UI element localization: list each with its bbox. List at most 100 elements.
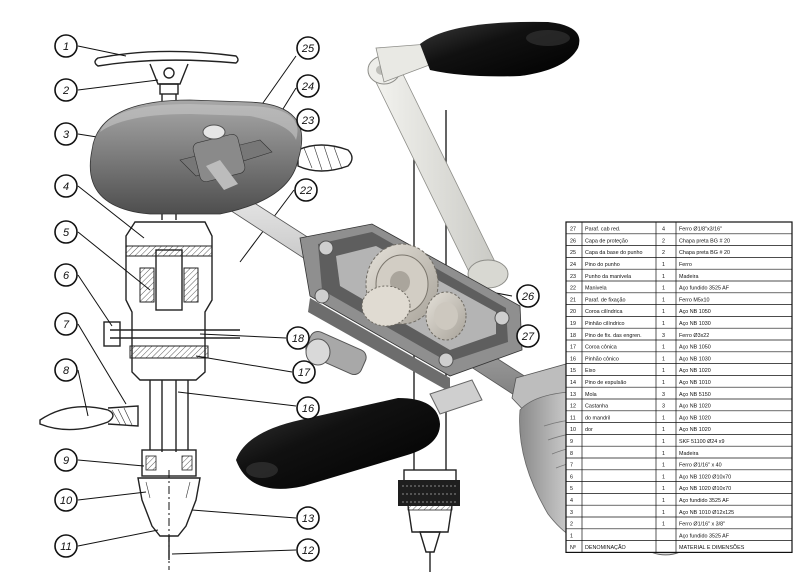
crank-handle [420, 21, 580, 77]
callout-5: 5 [54, 220, 78, 244]
bom-cell-qty: 1 [662, 274, 665, 280]
bom-cell-mat: Aço fundido 3525 AF [679, 498, 730, 504]
callout-label: 26 [521, 291, 535, 303]
bom-cell-no: 6 [570, 474, 573, 480]
callout-label: 23 [301, 115, 315, 127]
callout-17: 17 [292, 360, 316, 384]
bom-cell-no: 16 [570, 356, 576, 362]
bom-cell-name: Paraf. cab red. [585, 227, 620, 233]
bom-cell-qty: 1 [662, 309, 665, 315]
callout-label: 27 [521, 331, 535, 343]
keyed-chuck-detail [398, 480, 460, 506]
bom-header-name: DENOMINAÇÃO [585, 544, 626, 551]
bom-cell-mat: Ferro Ø1/16" x 3/8" [679, 522, 725, 528]
bom-cell-qty: 1 [662, 427, 665, 433]
callout-label: 18 [292, 333, 305, 345]
bom-cell-name: Manivela [585, 286, 607, 292]
bom-cell-no: 15 [570, 368, 576, 374]
callout-13: 13 [296, 506, 320, 530]
bom-cell-name: Pinhão cilíndrico [585, 321, 625, 327]
bom-cell-name: Eixo [585, 368, 596, 374]
bom-cell-mat: Aço NB 1050 [679, 309, 711, 315]
callout-label: 10 [60, 495, 73, 507]
callout-9: 9 [54, 448, 78, 472]
bom-cell-name: Pino do punho [585, 262, 620, 268]
bom-row: 3 1 Aço NB 1010 Ø12x125 [566, 510, 792, 518]
bom-cell-qty: 1 [662, 262, 665, 268]
callout-11: 11 [54, 534, 78, 558]
bom-cell-no: 25 [570, 250, 576, 256]
callout-22: 22 [294, 178, 318, 202]
bom-cell-qty: 1 [662, 474, 665, 480]
bom-cell-mat: Aço fundido 3525 AF [679, 533, 730, 539]
bom-cell-qty: 1 [662, 380, 665, 386]
callout-label: 22 [299, 185, 312, 197]
callout-25: 25 [296, 36, 320, 60]
bom-header-mat: MATERIAL E DIMENSÕES [679, 544, 745, 551]
bom-cell-name: Coroa cilíndrica [585, 309, 622, 315]
bom-cell-qty: 1 [662, 510, 665, 516]
bom-cell-mat: Aço NB 1020 [679, 415, 711, 421]
bom-cell-no: 2 [570, 522, 573, 528]
bom-cell-qty: 1 [662, 345, 665, 351]
bom-cell-name: Capa da base do punho [585, 250, 643, 256]
bom-cell-no: 17 [570, 345, 576, 351]
bom-cell-name: Castanha [585, 404, 608, 410]
bom-cell-mat: Ferro M5x10 [679, 297, 710, 303]
bom-cell-no: 4 [570, 498, 573, 504]
bom-cell-mat: Madeira [679, 451, 698, 457]
callout-27: 27 [516, 324, 540, 348]
bom-cell-mat: Aço NB 1010 Ø12x125 [679, 510, 734, 516]
callout-26: 26 [516, 284, 540, 308]
bom-cell-mat: Ferro Ø1/16" x 40 [679, 463, 722, 469]
bom-cell-qty: 1 [662, 297, 665, 303]
bom-cell-name: Capa de proteção [585, 238, 628, 244]
gear-set [361, 243, 467, 341]
callout-label: 8 [63, 365, 70, 377]
callout-label: 1 [63, 41, 69, 53]
rendered-hand-drill [89, 21, 693, 556]
bom-cell-mat: Aço NB 5150 [679, 392, 711, 398]
bom-cell-qty: 1 [662, 286, 665, 292]
callout-label: 24 [301, 81, 314, 93]
bom-cell-qty: 1 [662, 356, 665, 362]
callout-label: 17 [298, 367, 311, 379]
bom-row: 1 Aço fundido 3525 AF [566, 533, 792, 541]
bom-cell-mat: Ferro Ø3x22 [679, 333, 709, 339]
bom-cell-qty: 1 [662, 486, 665, 492]
bom-cell-no: 26 [570, 238, 576, 244]
side-handle [236, 379, 483, 489]
callout-label: 16 [302, 403, 315, 415]
callout-label: 12 [302, 545, 314, 557]
callout-16: 16 [296, 396, 320, 420]
bom-cell-name: Pinhão cônico [585, 356, 619, 362]
bom-cell-mat: Ferro Ø1/8"x3/16" [679, 227, 722, 233]
bom-cell-no: 1 [570, 533, 573, 539]
bom-cell-no: 21 [570, 297, 576, 303]
callout-7: 7 [54, 312, 78, 336]
callout-label: 25 [301, 43, 315, 55]
bom-cell-no: 11 [570, 415, 576, 421]
bom-cell-name: Pino de fix. das engren. [585, 333, 642, 339]
bom-cell-mat: Chapa preta BG # 20 [679, 238, 730, 244]
bom-cell-qty: 1 [662, 321, 665, 327]
bom-cell-no: 27 [570, 227, 576, 233]
bom-cell-name: Coroa cônica [585, 345, 617, 351]
bom-cell-mat: Aço NB 1020 Ø10x70 [679, 486, 731, 492]
callout-label: 4 [63, 181, 69, 193]
bom-cell-no: 3 [570, 510, 573, 516]
callout-8: 8 [54, 358, 78, 382]
